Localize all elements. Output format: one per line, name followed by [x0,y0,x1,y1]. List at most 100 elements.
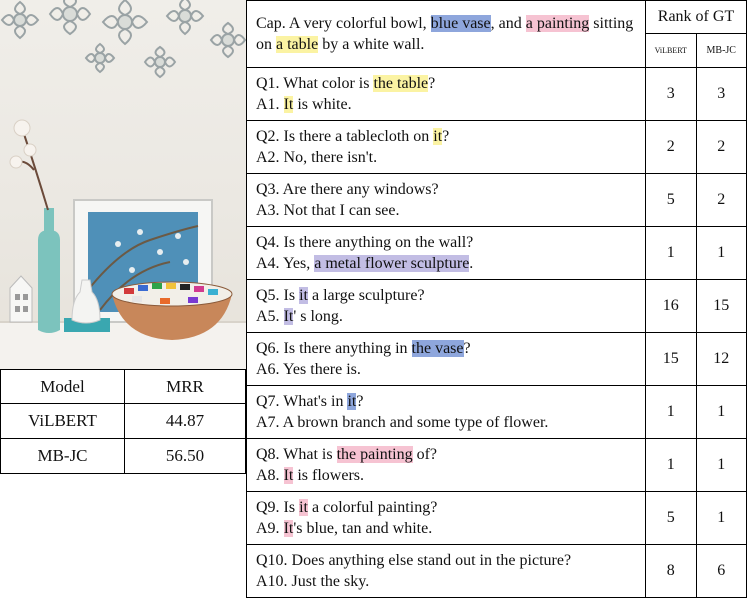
answer-text: ' s long. [293,308,343,325]
answer-text: A1. [256,96,284,113]
rank-mbjc: 2 [695,173,747,227]
mrr-row: ViLBERT 44.87 [0,403,246,439]
rank-vilbert: 8 [645,544,697,598]
rank-header: Rank of GT [645,0,747,34]
answer-text: A5. [256,308,284,325]
dialog-round-row: Q10. Does anything else stand out in the… [246,544,747,598]
coref-highlight: the table [373,75,429,92]
caption-text: , and [490,15,526,32]
answer-text: A8. [256,467,284,484]
rank-mbjc: 1 [695,226,747,280]
mrr-header-mrr: MRR [124,369,246,404]
mrr-model: ViLBERT [0,403,125,439]
dialog-qa-cell: Q6. Is there anything in the vase?A6. Ye… [246,332,646,386]
answer-line: A1. It is white. [256,94,645,115]
rank-mbjc: 3 [695,67,747,121]
answer-text: A4. Yes, [256,255,315,272]
caption-highlight-yellow: a table [276,36,319,53]
answer-line: A3. Not that I can see. [256,200,645,221]
dialog-round-row: Q6. Is there anything in the vase?A6. Ye… [246,332,747,386]
question-text: ? [463,340,471,357]
answer-text: is flowers. [293,467,364,484]
white-house [9,275,33,323]
blue-vase [38,208,60,333]
rank-vilbert: 3 [645,67,697,121]
question-line: Q6. Is there anything in the vase? [256,338,645,359]
mrr-header-model: Model [0,369,125,404]
rank-mbjc: 6 [695,544,747,598]
caption-highlight-blue: blue vase [430,15,491,32]
question-text: Q5. Is [256,287,300,304]
mrr-row: MB-JC 56.50 [0,438,246,474]
rank-vilbert: 2 [645,120,697,174]
question-text: ? [428,75,436,92]
question-line: Q5. Is it a large sculpture? [256,285,645,306]
answer-text: A2. No, there isn't. [256,149,378,166]
question-line: Q7. What's in it? [256,391,645,412]
answer-line: A9. It's blue, tan and white. [256,518,645,539]
question-line: Q9. Is it a colorful painting? [256,497,645,518]
answer-text: A7. A brown branch and some type of flow… [256,414,549,431]
coref-highlight: It [283,96,294,113]
question-line: Q2. Is there a tablecloth on it? [256,126,645,147]
dialog-table: Cap. A very colorful bowl, blue vase, an… [246,0,747,598]
rank-vilbert: 1 [645,385,697,439]
dialog-qa-cell: Q10. Does anything else stand out in the… [246,544,646,598]
mrr-model: MB-JC [0,438,125,474]
coref-highlight: It [283,467,294,484]
coref-highlight: a metal flower sculpture [314,255,470,272]
question-text: Q7. What's in [256,393,348,410]
cotton-branch [17,127,49,211]
question-text: ? [442,128,450,145]
dialog-round-row: Q3. Are there any windows? A3. Not that I… [246,173,747,227]
question-text: Q8. What is [256,446,337,463]
question-text: ? [356,393,364,410]
dialog-qa-cell: Q3. Are there any windows? A3. Not that I… [246,173,646,227]
caption-row-2: ViLBERT MB-JC [247,33,747,68]
question-line: Q1. What color is the table? [256,73,645,94]
dialog-round-row: Q8. What is the painting of?A8. It is fl… [246,438,747,492]
answer-line: A5. It' s long. [256,306,645,327]
rank-col-mbjc: MB-JC [695,33,747,68]
mrr-table: Model MRR ViLBERT 44.87 MB-JC 56.50 [0,369,246,474]
dialog-qa-cell: Q5. Is it a large sculpture?A5. It' s lo… [246,279,646,333]
question-line: Q8. What is the painting of? [256,444,645,465]
dialog-round-row: Q4. Is there anything on the wall?A4. Ye… [246,226,747,280]
question-line: Q4. Is there anything on the wall? [256,232,645,253]
coref-highlight: It [283,308,294,325]
caption-cell: Cap. A very colorful bowl, blue vase, an… [246,0,646,68]
dialog-qa-cell: Q8. What is the painting of?A8. It is fl… [246,438,646,492]
question-text: Q3. Are there any windows? [256,181,439,198]
coref-highlight: the vase [411,340,464,357]
question-text: Q6. Is there anything in [256,340,412,357]
rank-vilbert: 5 [645,173,697,227]
answer-text: is white. [293,96,352,113]
dialog-qa-cell: Q4. Is there anything on the wall?A4. Ye… [246,226,646,280]
rank-vilbert: 16 [645,279,697,333]
coref-highlight: it [433,128,443,145]
dialog-qa-cell: Q2. Is there a tablecloth on it? A2. No, … [246,120,646,174]
coref-highlight: it [299,499,308,516]
dialog-qa-cell: Q7. What's in it? A7. A brown branch and … [246,385,646,439]
dialog-rounds: Q1. What color is the table?A1. It is wh… [246,67,747,598]
colorful-bowl [111,281,233,340]
rank-vilbert: 1 [645,438,697,492]
dialog-qa-cell: Q1. What color is the table?A1. It is wh… [246,67,646,121]
question-text: of? [412,446,438,463]
coref-highlight: It [283,520,294,537]
rank-vilbert: 15 [645,332,697,386]
answer-line: A8. It is flowers. [256,465,645,486]
question-text: a large sculpture? [308,287,425,304]
question-line: Q10. Does anything else stand out in the… [256,550,645,571]
coref-highlight: the painting [336,446,413,463]
coref-highlight: it [299,287,308,304]
answer-line: A4. Yes, a metal flower sculpture. [256,253,645,274]
rank-mbjc: 12 [695,332,747,386]
answer-line: A7. A brown branch and some type of flow… [256,412,645,433]
rank-vilbert: 1 [645,226,697,280]
dialog-round-row: Q2. Is there a tablecloth on it? A2. No, … [246,120,747,174]
dialog-qa-cell: Q9. Is it a colorful painting?A9. It's b… [246,491,646,545]
rank-mbjc: 1 [695,491,747,545]
answer-text: . [469,255,474,272]
answer-text: A9. [256,520,284,537]
